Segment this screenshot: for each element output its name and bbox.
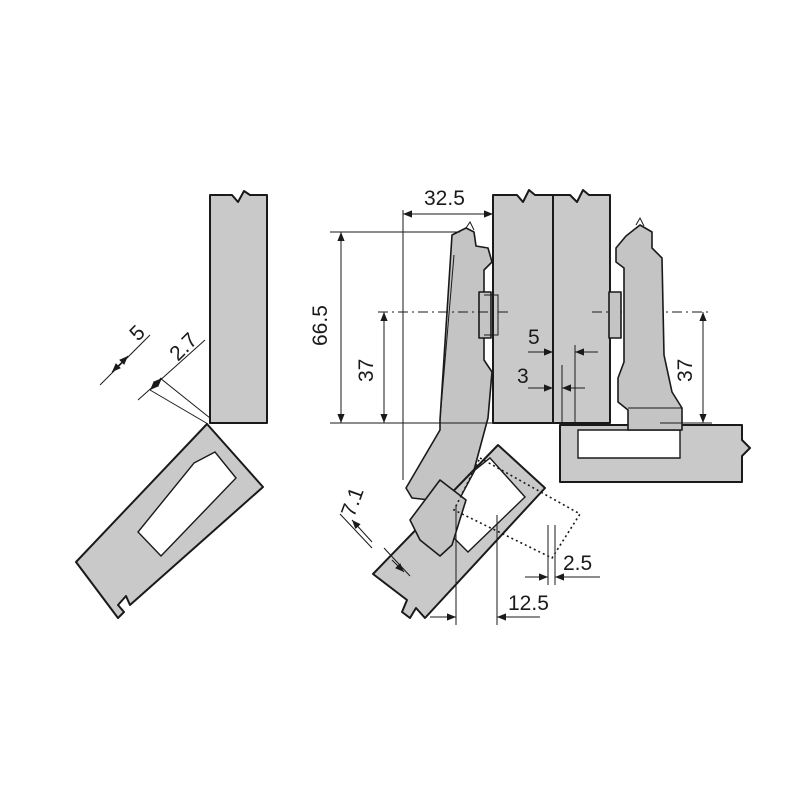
left-cup-pocket	[137, 451, 237, 558]
dim-5-top: 5	[528, 326, 540, 349]
dim-2-5: 2.5	[563, 552, 592, 575]
left-detail: 5 2.7	[75, 190, 268, 619]
dim-37-left: 37	[355, 359, 378, 382]
left-side-panel	[209, 190, 268, 424]
middle-panel-left	[492, 189, 554, 424]
dim-32-5: 32.5	[424, 187, 465, 210]
dim-66-5: 66.5	[309, 305, 332, 346]
middle-detail: 32.5 66.5 37 5 3 7.1 2.5	[309, 187, 712, 625]
middle-hinge-arm	[405, 227, 493, 501]
dim-left-2-7: 2.7	[165, 329, 202, 366]
right-hinge	[615, 224, 683, 431]
dim-left-5: 5	[125, 321, 150, 346]
dim-3: 3	[517, 365, 529, 388]
dim-7-1: 7.1	[337, 484, 369, 519]
middle-hinge-cup	[409, 479, 467, 557]
dim-12-5: 12.5	[508, 592, 549, 615]
right-detail: 37	[559, 216, 751, 483]
middle-panel-right	[552, 189, 611, 424]
door-swing-outline	[452, 456, 582, 560]
dim-37-right: 37	[674, 359, 697, 382]
